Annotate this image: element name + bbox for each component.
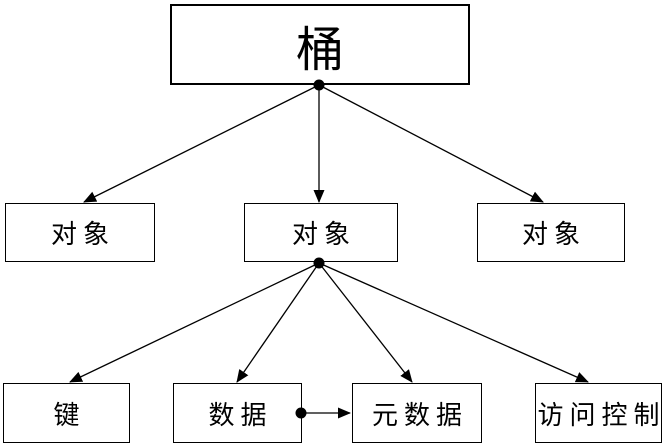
node-access-control: 访问控制 bbox=[535, 383, 662, 443]
node-object-2-label: 对象 bbox=[291, 220, 356, 249]
node-object-3-label: 对象 bbox=[521, 220, 586, 249]
arrow-object-data bbox=[236, 262, 320, 383]
node-object-2: 对象 bbox=[244, 203, 398, 262]
node-bucket-label: 桶 bbox=[295, 23, 344, 77]
node-object-1-label: 对象 bbox=[50, 220, 115, 249]
arrow-bucket-object1 bbox=[83, 84, 320, 203]
node-key-label: 键 bbox=[53, 400, 86, 430]
edge-group-bucket-to-objects bbox=[83, 79, 544, 203]
node-data: 数据 bbox=[173, 383, 302, 443]
node-access-control-label: 访问控制 bbox=[537, 400, 665, 430]
node-object-1: 对象 bbox=[5, 203, 155, 262]
arrow-object-metadata bbox=[318, 262, 413, 383]
node-bucket: 桶 bbox=[170, 4, 470, 85]
arrow-object-access-control bbox=[318, 262, 589, 383]
node-object-3: 对象 bbox=[477, 203, 625, 262]
edge-group-data-to-metadata bbox=[295, 407, 351, 419]
edge-group-object-to-parts bbox=[69, 257, 589, 383]
node-key: 键 bbox=[3, 383, 130, 443]
node-metadata: 元数据 bbox=[352, 383, 482, 443]
arrow-bucket-object3 bbox=[318, 84, 544, 203]
node-data-label: 数据 bbox=[208, 400, 273, 430]
node-metadata-label: 元数据 bbox=[371, 400, 468, 430]
arrow-object-key bbox=[69, 262, 320, 383]
